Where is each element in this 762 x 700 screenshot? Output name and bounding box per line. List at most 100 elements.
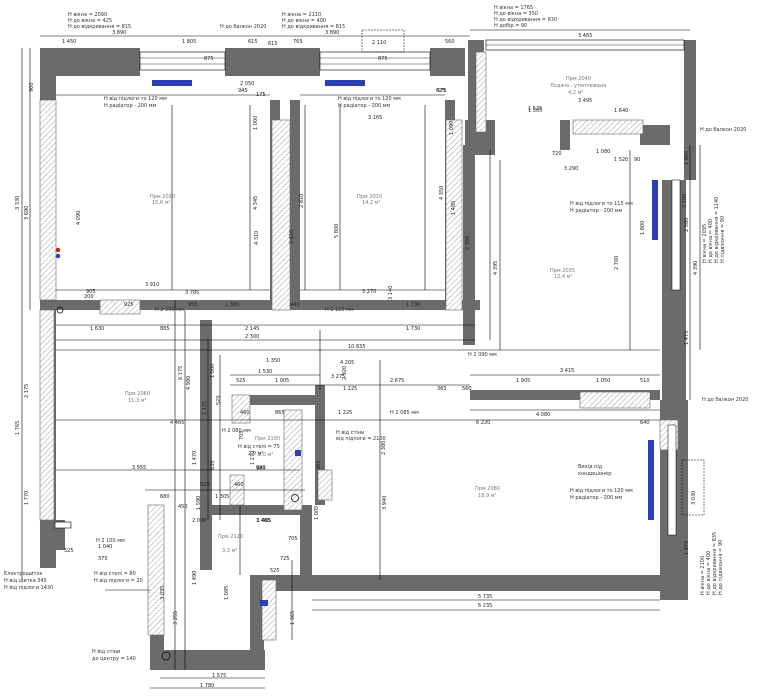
svg-text:3 330: 3 330	[15, 196, 21, 210]
right-dimensions: 4 395 2 700 4 390 1 800 1 475 1 805 2 58…	[493, 151, 699, 555]
svg-text:1 350: 1 350	[266, 358, 280, 364]
svg-text:H від підлоги = 20: H від підлоги = 20	[94, 578, 143, 584]
svg-text:1 040: 1 040	[98, 544, 112, 550]
svg-text:6 220: 6 220	[476, 420, 490, 426]
svg-text:H 2 090 мм: H 2 090 мм	[468, 352, 497, 358]
room-area-bedroom-left: 15,6 м²	[152, 200, 171, 206]
svg-text:H від підлоги то 115 мм: H від підлоги то 115 мм	[570, 201, 633, 207]
svg-text:510: 510	[640, 378, 650, 384]
svg-text:2 110: 2 110	[372, 40, 386, 46]
hatched-partitions	[39, 51, 679, 641]
svg-text:1 095: 1 095	[224, 586, 230, 600]
svg-text:3 785: 3 785	[185, 290, 199, 296]
svg-text:3 030: 3 030	[691, 491, 697, 505]
room-name-living: Прм 2080	[475, 486, 500, 492]
radiator-bottom	[648, 440, 654, 520]
svg-text:H до відкривання = 1140: H до відкривання = 1140	[714, 197, 720, 263]
svg-text:1 125: 1 125	[202, 401, 208, 415]
svg-text:1 000: 1 000	[210, 364, 216, 378]
room-area-living: 18,9 м²	[478, 493, 497, 499]
svg-text:1 805: 1 805	[182, 39, 196, 45]
svg-text:520: 520	[216, 395, 222, 405]
room-name-corridor: Прм 2060	[125, 391, 150, 397]
windows	[139, 29, 705, 536]
svg-text:3 890: 3 890	[325, 30, 339, 36]
svg-text:460: 460	[234, 482, 244, 488]
svg-text:4 080: 4 080	[536, 412, 550, 418]
svg-text:365: 365	[437, 386, 447, 392]
svg-text:5 800: 5 800	[334, 224, 340, 238]
svg-text:925: 925	[124, 302, 134, 308]
room-labels: Прм 2020 15,6 м² Прм 2010 14,2 м² Прм 20…	[125, 76, 606, 554]
corridor-dimensions: 1 530 525 1 005 3 275 1 225 2 675 365 1 …	[132, 368, 650, 524]
svg-text:2 050: 2 050	[240, 81, 254, 87]
svg-text:2 580: 2 580	[684, 218, 690, 232]
svg-text:1 005: 1 005	[275, 378, 289, 384]
svg-text:1 905: 1 905	[516, 378, 530, 384]
svg-text:3 690: 3 690	[24, 206, 30, 220]
svg-text:1 975: 1 975	[684, 541, 690, 555]
svg-text:H 2 100 мм: H 2 100 мм	[155, 307, 184, 313]
room-area-bedroom-right: 12,4 м²	[554, 274, 573, 280]
svg-text:H вікна = 2095: H вікна = 2095	[702, 224, 708, 263]
svg-text:460: 460	[240, 410, 250, 416]
svg-text:1 575: 1 575	[212, 673, 226, 679]
svg-text:1 305: 1 305	[215, 494, 229, 500]
svg-text:200: 200	[84, 294, 94, 300]
radiators	[55, 80, 658, 606]
svg-text:1 805: 1 805	[684, 151, 690, 165]
window-right-note-4: H добір = 90	[494, 23, 527, 29]
svg-text:1 080: 1 080	[596, 149, 610, 155]
room-name-bedroom-right: Прм 2035	[550, 268, 575, 274]
svg-text:375: 375	[98, 556, 108, 562]
svg-text:4 350: 4 350	[439, 186, 445, 200]
misc-dimensions: 200 525 375 175 955 1 350 1 040 3 140 2 …	[64, 41, 697, 562]
svg-text:2,0 м²: 2,0 м²	[248, 451, 263, 457]
svg-text:1 365: 1 365	[290, 611, 296, 625]
svg-text:560: 560	[462, 386, 472, 392]
svg-text:575: 575	[437, 88, 447, 94]
svg-text:1 465: 1 465	[256, 518, 270, 524]
room-name-bedroom-mid: Прм 2010	[357, 194, 382, 200]
svg-text:1 385: 1 385	[225, 302, 239, 308]
svg-text:1 490: 1 490	[192, 571, 198, 585]
window-right-note-2: H до вікна = 350	[494, 11, 538, 17]
svg-text:Н до балкон 2020: Н до балкон 2020	[702, 397, 748, 403]
svg-text:1 530: 1 530	[258, 369, 272, 375]
window-left-note-1: H вікна = 2090	[68, 12, 107, 18]
room-name-bedroom-left: Прм 2020	[150, 194, 175, 200]
svg-text:до центру = 140: до центру = 140	[92, 656, 136, 662]
svg-text:640: 640	[640, 420, 650, 426]
svg-text:1 505: 1 505	[528, 108, 542, 114]
svg-text:980: 980	[256, 466, 266, 472]
svg-text:1 485: 1 485	[451, 201, 457, 215]
svg-text:865: 865	[275, 410, 285, 416]
room-area-balcony: 4,2 м²	[568, 90, 583, 96]
svg-text:675: 675	[436, 88, 446, 94]
radiator-left	[152, 80, 192, 86]
svg-text:965: 965	[316, 460, 322, 470]
svg-text:H від підлоги 1430: H від підлоги 1430	[4, 585, 53, 591]
svg-text:680: 680	[160, 494, 170, 500]
electrical-panel-icon	[54, 521, 72, 529]
window-left-note-2: H до вікна = 425	[68, 18, 112, 24]
svg-text:875: 875	[204, 56, 214, 62]
svg-text:3 165: 3 165	[368, 115, 382, 121]
window-mid-note-3: H до відкривання = 815	[282, 24, 345, 30]
svg-text:H радіатор - 200 мм: H радіатор - 200 мм	[104, 103, 157, 109]
room-name-balcony: Прм 2040	[566, 76, 591, 82]
annotation-notes: H від підлоги то 120 мм H радіатор - 200…	[4, 96, 748, 662]
walls	[40, 40, 696, 670]
svg-text:765: 765	[293, 39, 303, 45]
svg-text:від підлоги = 2100: від підлоги = 2100	[336, 436, 386, 442]
svg-text:4 310: 4 310	[254, 231, 260, 245]
svg-text:705: 705	[239, 430, 245, 440]
room-sub-balcony: Лоджія - утеплювана	[550, 83, 606, 89]
fixtures	[54, 306, 299, 661]
svg-text:3 255: 3 255	[173, 611, 179, 625]
riser-icon	[56, 306, 64, 314]
svg-text:H 2 085 мм: H 2 085 мм	[390, 410, 419, 416]
svg-text:Н до балкон 2020: Н до балкон 2020	[700, 127, 746, 133]
svg-text:3 465: 3 465	[578, 33, 592, 39]
svg-text:2 356: 2 356	[465, 236, 471, 250]
